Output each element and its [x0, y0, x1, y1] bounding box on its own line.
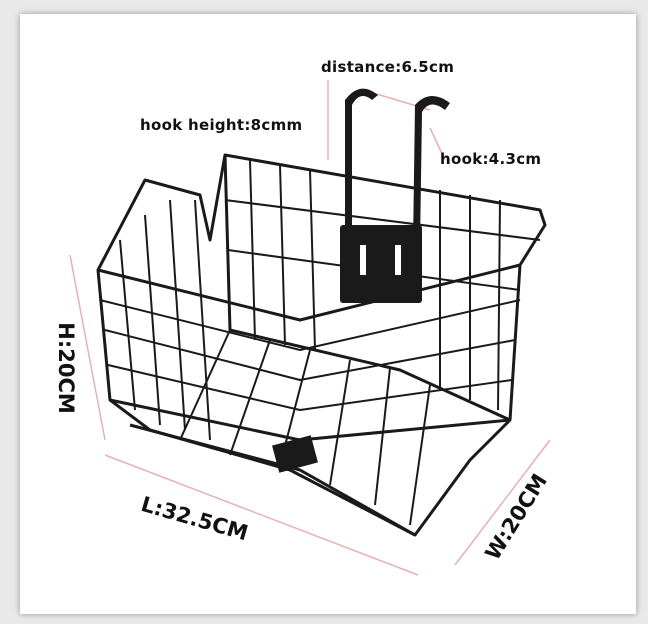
hook-label: hook:4.3cm	[440, 150, 542, 168]
dimension-lines	[69, 80, 551, 576]
height-label: H:20CM	[53, 322, 78, 414]
hook-bracket	[272, 88, 450, 473]
distance-label: distance:6.5cm	[321, 58, 455, 76]
hook-height-label: hook height:8cmm	[140, 116, 303, 134]
